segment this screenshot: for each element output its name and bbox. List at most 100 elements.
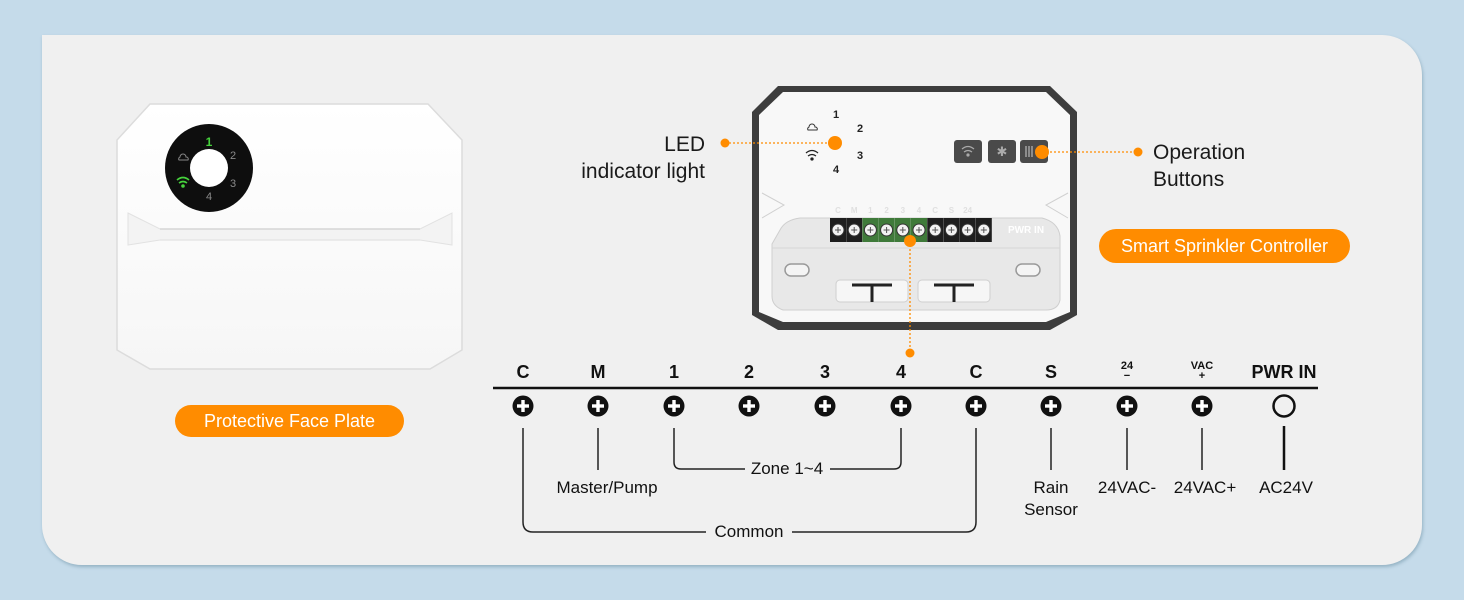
wifi-icon [805, 149, 819, 161]
wifi-icon [961, 145, 975, 157]
terminal-label-text: VAC [1190, 360, 1214, 372]
terminal-callout-dot [905, 348, 915, 358]
terminal-screw-3 [663, 395, 685, 417]
terminal-screw-6 [890, 395, 912, 417]
controller-terminal-4: 2 [878, 206, 895, 242]
faceplate-ring-number-1: 1 [206, 135, 213, 149]
terminal-screw-11 [1272, 394, 1296, 418]
terminal-label-11: PWR IN [1252, 362, 1317, 383]
controller-terminal-8: S [943, 206, 960, 242]
ops-callout-dot [1035, 145, 1049, 159]
terminal-screw-5 [814, 395, 836, 417]
terminal-screw-7 [965, 395, 987, 417]
terminal-callout-dot [904, 235, 916, 247]
gear-icon: ✱ [997, 145, 1008, 160]
controller-terminal-label: 24 [963, 206, 972, 215]
controller-terminal-label: M [851, 206, 858, 215]
terminal-label-3: 1 [669, 362, 679, 383]
rain-label-line1: Rain [1033, 478, 1069, 497]
zone-label: Zone 1~4 [750, 459, 824, 478]
terminal-screw-10 [1191, 395, 1213, 417]
terminal-screw-2 [587, 395, 609, 417]
controller-terminal-1: C [830, 206, 846, 242]
terminal-label-9: 24− [1120, 360, 1134, 382]
rain-label-line2: Sensor [1024, 500, 1078, 519]
led-number-1: 1 [833, 109, 839, 121]
controller-pwr-in-text: PWR IN [1008, 225, 1044, 236]
controller-terminal-label: C [835, 206, 841, 215]
common-label: Common [714, 522, 784, 541]
terminal-label-text: S [1044, 362, 1058, 382]
rain-cloud-icon [178, 153, 189, 161]
terminal-label-6: 4 [896, 362, 906, 383]
controller-terminal-label: S [949, 206, 955, 215]
vac-minus-label: 24VAC- [1097, 478, 1157, 497]
terminal-label-text: 1 [668, 362, 680, 382]
rain-cloud-icon [807, 123, 818, 131]
terminal-label-polarity: − [1123, 370, 1131, 382]
terminal-label-text: 2 [743, 362, 755, 382]
terminal-label-5: 3 [820, 362, 830, 383]
terminal-label-text: 24 [1120, 360, 1134, 372]
led-number-4: 4 [833, 164, 840, 176]
terminal-label-text: C [969, 362, 983, 382]
controller-terminal-2: M [846, 206, 863, 242]
controller-terminal-9: 24 [959, 206, 976, 242]
controller-terminal-label: 1 [868, 206, 873, 215]
master-pump-label: Master/Pump [556, 478, 658, 497]
ops-callout-line2: Buttons [1153, 168, 1225, 191]
controller-terminal-label: 3 [901, 206, 906, 215]
terminal-label-text: PWR IN [1251, 362, 1317, 382]
controller-terminal-label: 2 [884, 206, 889, 215]
faceplate-center-button[interactable] [190, 149, 228, 187]
led-number-2: 2 [857, 123, 863, 135]
zone-bracket-left [673, 428, 745, 470]
controller-terminal-3: 1 [862, 206, 879, 242]
led-callout-dot [828, 136, 842, 150]
controller-terminal-label: 4 [917, 206, 922, 215]
controller-terminal-7: C [927, 206, 944, 242]
ops-callout-text: Operation Buttons [1153, 139, 1245, 193]
ops-callout-line1: Operation [1153, 141, 1246, 164]
terminal-screw-1 [512, 395, 534, 417]
protective-face-plate-pill: Protective Face Plate [175, 405, 404, 437]
terminal-label-polarity: + [1198, 370, 1206, 382]
terminal-label-4: 2 [744, 362, 754, 383]
terminal-screw-9 [1116, 395, 1138, 417]
terminal-label-1: C [517, 362, 530, 383]
faceplate-ring-number-2: 2 [230, 150, 236, 162]
terminal-label-text: 3 [819, 362, 831, 382]
terminal-screw-8 [1040, 395, 1062, 417]
terminal-label-10: VAC+ [1190, 360, 1214, 382]
terminal-label-7: C [970, 362, 983, 383]
faceplate-ring-number-3: 3 [230, 178, 236, 190]
mount-slot-right [1015, 263, 1041, 277]
vac-plus-label: 24VAC+ [1173, 478, 1237, 497]
mount-slot-left [784, 263, 810, 277]
terminal-screw-4 [738, 395, 760, 417]
terminal-label-8: S [1045, 362, 1057, 383]
terminal-block: C M 1 2 3 4 C S 24 [830, 206, 992, 242]
terminal-label-text: M [590, 362, 606, 382]
common-bracket-right [792, 428, 977, 533]
settings-button[interactable]: ✱ [988, 140, 1016, 163]
zone-bracket-right [830, 428, 902, 470]
controller-terminal-6: 4 [911, 206, 927, 242]
ac24v-label: AC24V [1259, 478, 1313, 497]
rain-sensor-label: Rain Sensor [1024, 477, 1078, 521]
led-callout-text: LED indicator light [560, 131, 705, 185]
controller-terminal-label: C [932, 206, 938, 215]
smart-sprinkler-controller-pill: Smart Sprinkler Controller [1099, 229, 1350, 263]
controller-terminal-10 [975, 218, 992, 242]
led-number-3: 3 [857, 150, 863, 162]
ops-callout-dot [1133, 147, 1143, 157]
play-skip-icon [1025, 146, 1033, 157]
terminal-label-text: 4 [895, 362, 907, 382]
common-bracket-left [522, 428, 706, 533]
wifi-icon [176, 176, 190, 188]
wifi-button[interactable] [954, 140, 982, 163]
led-callout-line2: indicator light [581, 160, 705, 183]
